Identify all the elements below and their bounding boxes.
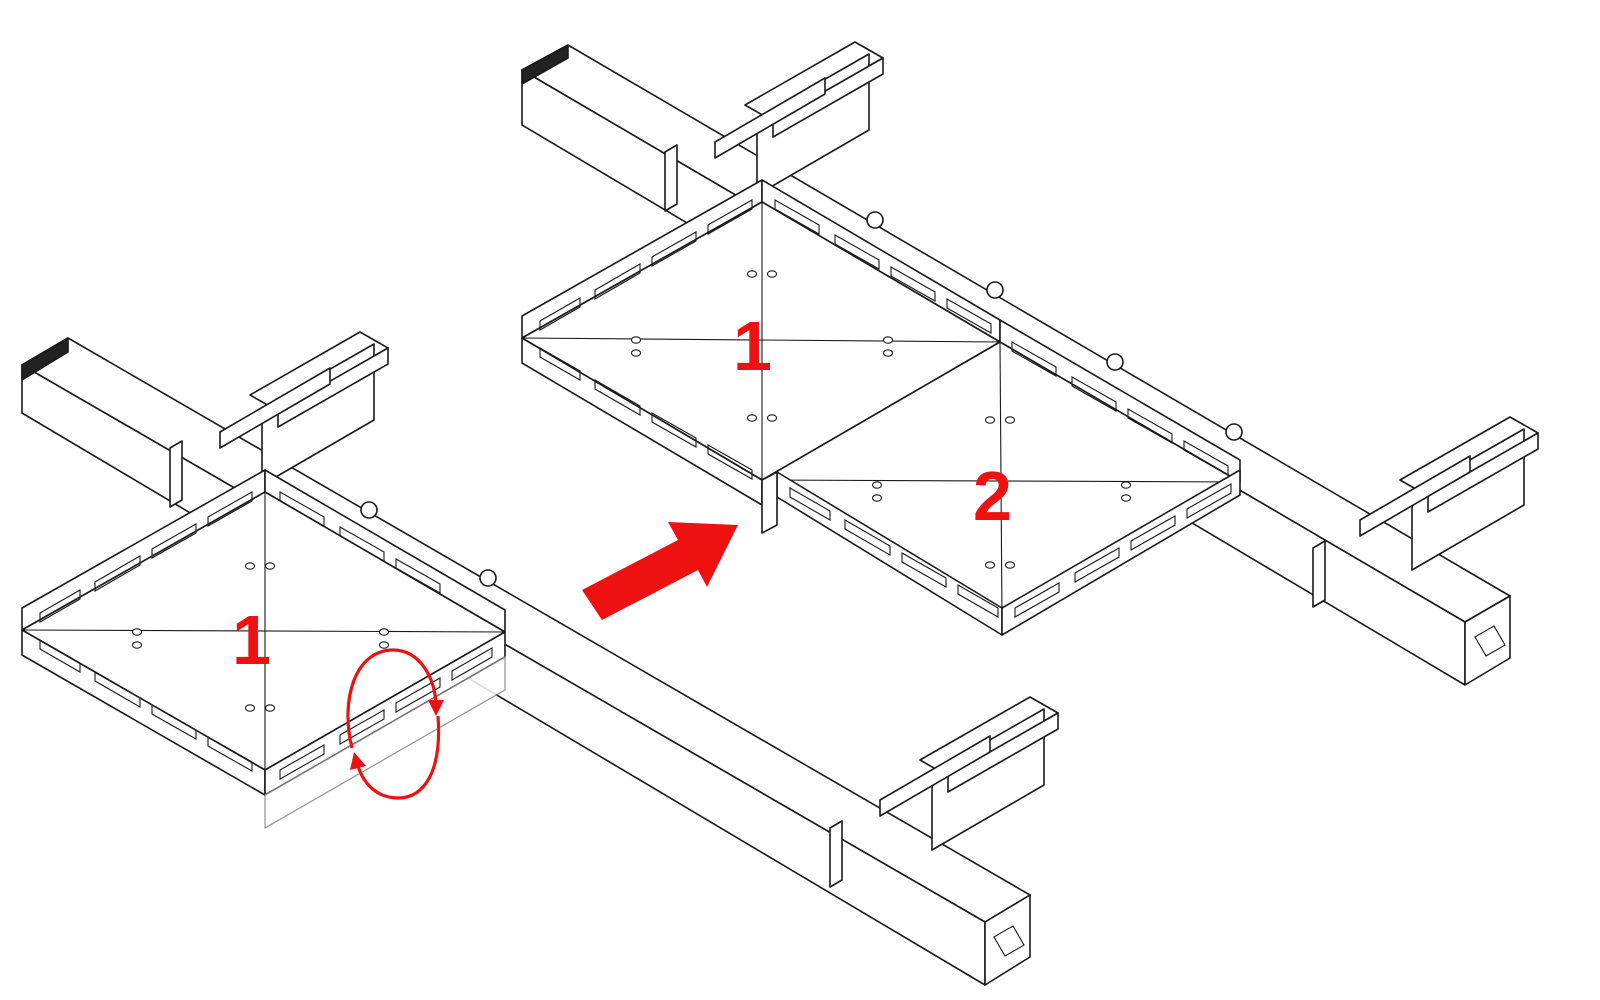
- rotate-arrows-icon: [346, 648, 444, 800]
- right-tray-2-number: 2: [973, 457, 1012, 535]
- left-i-beam-front: [879, 696, 1059, 851]
- right-scene: 1: [521, 41, 1539, 686]
- left-i-beam-back: [219, 331, 389, 486]
- left-beam-clamp-1: [169, 440, 183, 508]
- right-arrow-icon: [582, 522, 738, 620]
- right-i-beam-front: [1359, 416, 1539, 571]
- left-tray-number: 1: [232, 601, 271, 679]
- right-tray-2: 2: [761, 319, 1243, 636]
- right-i-beam-back: [714, 41, 884, 196]
- right-beam-clamp-2: [1312, 540, 1326, 608]
- left-beam-clamp-2: [829, 820, 843, 888]
- right-beam-clamp-1: [664, 144, 678, 212]
- left-tray-rotated-ghost: [264, 655, 506, 830]
- right-tray-2-slots: [789, 341, 1232, 618]
- left-tray-slots: [39, 491, 493, 780]
- left-tray: 1: [21, 469, 506, 830]
- left-scene: 1: [21, 331, 1059, 986]
- right-tray-1-slots: [539, 199, 992, 480]
- right-tray-1-number: 1: [733, 307, 772, 385]
